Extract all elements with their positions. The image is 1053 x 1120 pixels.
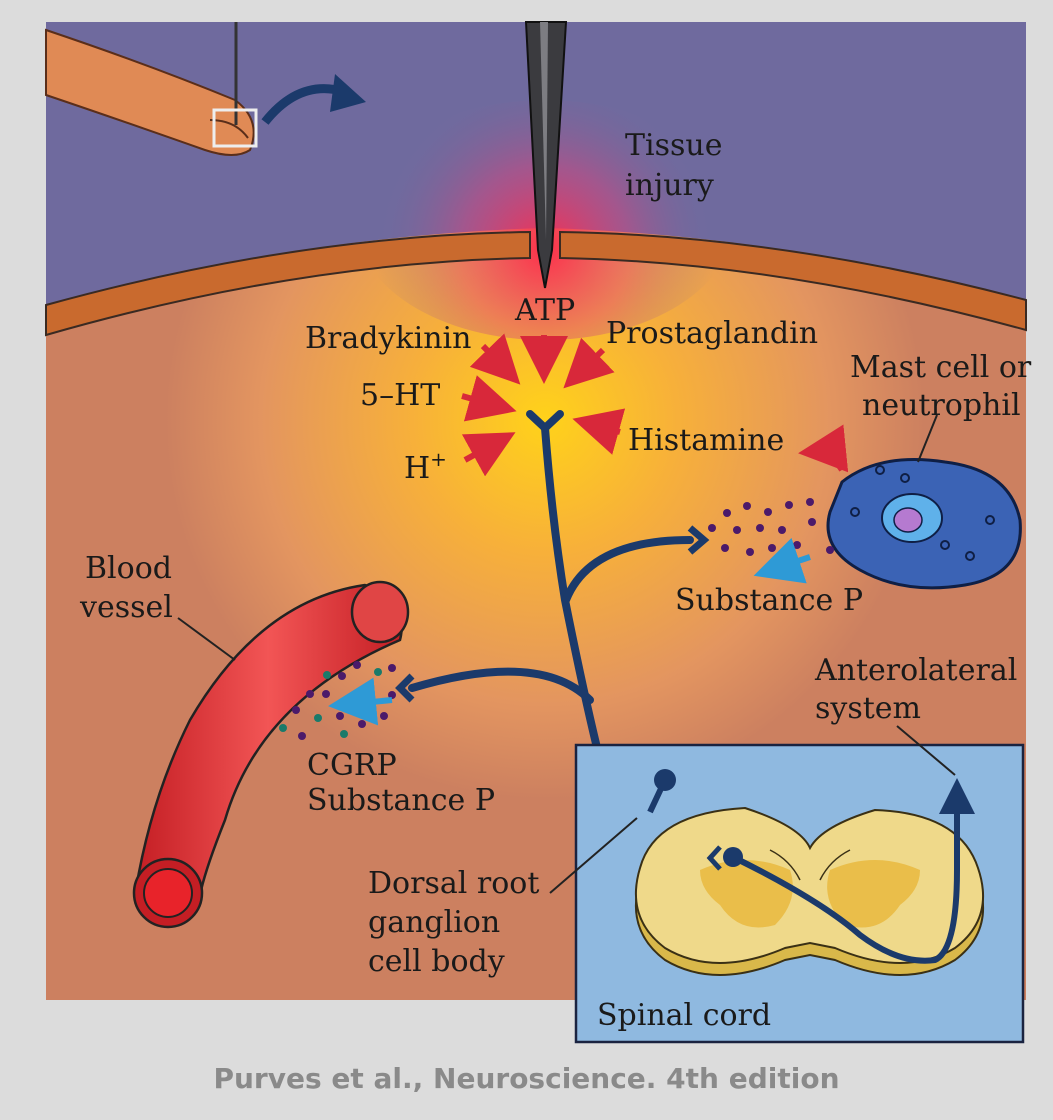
label-histamine: Histamine — [628, 423, 784, 458]
leader-lines — [177, 414, 956, 894]
label-drg-1: Dorsal root — [368, 866, 539, 901]
needle-highlight — [540, 22, 548, 240]
skin-layer-right — [559, 230, 1027, 332]
skin-layer-left — [45, 230, 531, 337]
mast-cell — [826, 458, 1022, 590]
blood-vessel — [132, 580, 410, 929]
label-5ht: 5–HT — [360, 378, 440, 413]
label-atp: ATP — [514, 293, 575, 328]
chemical-arrows — [461, 333, 849, 477]
terminal-right — [687, 525, 710, 555]
label-drg-2: ganglion — [368, 905, 500, 940]
blue-arrow-right — [753, 537, 811, 584]
label-mast-1: Mast cell or — [850, 350, 1032, 385]
zoom-arrow-head — [330, 74, 366, 112]
label-substance-p-right: Substance P — [675, 583, 863, 618]
label-antero-2: system — [815, 691, 921, 726]
label-blood-2: vessel — [79, 590, 173, 625]
blue-arrow-left — [328, 677, 393, 726]
label-spinal-cord: Spinal cord — [597, 998, 771, 1033]
label-antero-1: Anterolateral — [814, 653, 1017, 688]
label-cgrp: CGRP — [307, 748, 397, 783]
label-hplus: H+ — [404, 447, 447, 486]
label-bradykinin: Bradykinin — [305, 321, 471, 356]
label-substance-p-left: Substance P — [307, 783, 495, 818]
anterolateral-tract — [733, 778, 975, 964]
drg-cell-body — [654, 769, 676, 791]
cgrp-granules-left — [279, 661, 396, 740]
nociception-diagram: Tissue injury ATP Bradykinin Prostagland… — [45, 21, 1032, 1044]
finger-icon — [45, 22, 258, 156]
label-prostaglandin: Prostaglandin — [606, 316, 818, 351]
central-terminal — [706, 845, 722, 871]
label-tissue-2: injury — [625, 168, 714, 203]
figure-caption: Purves et al., Neuroscience. 4th edition — [213, 1062, 840, 1095]
label-blood-1: Blood — [85, 551, 172, 586]
label-mast-2: neutrophil — [862, 388, 1021, 423]
terminal-left — [395, 673, 415, 703]
label-drg-3: cell body — [368, 944, 505, 979]
dorsal-horn-neuron — [723, 847, 743, 867]
label-tissue-1: Tissue — [625, 128, 722, 163]
